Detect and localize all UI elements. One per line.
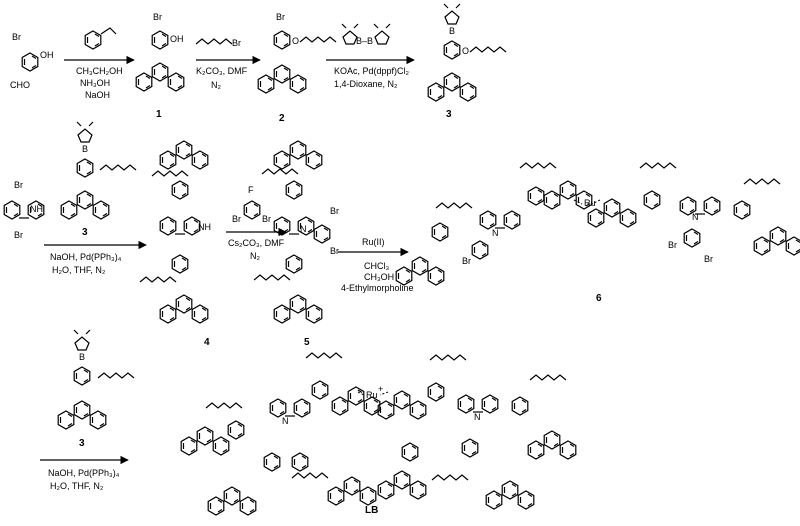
n-label: N: [692, 212, 699, 222]
o-label: O: [292, 36, 299, 46]
bis-pinacolato-diboron-reagent: B–B: [341, 23, 391, 46]
br-label: Br: [262, 214, 271, 224]
o-label: O: [462, 46, 469, 56]
plus-label: +: [378, 384, 383, 394]
cho-label: CHO: [10, 80, 30, 90]
compound-3-reagent-row3: B: [58, 329, 135, 429]
b-label: B: [449, 26, 455, 36]
fluoro-dibromobenzene-reagent: F Br Br: [232, 185, 271, 224]
step7-reagent-catalyst: NaOH, Pd(PPh₃)₄: [48, 468, 120, 478]
compound-3-label: 3: [446, 109, 452, 120]
compound-4-structure: NH: [139, 141, 211, 323]
step1-reagent-ammonia: NH₃OH: [80, 78, 110, 88]
br-label: Br: [276, 12, 285, 22]
compound-5-structure: N Br Br: [253, 141, 339, 323]
step3-reagent-solvent: 1,4-Dioxane, N₂: [334, 79, 398, 89]
step6-reagent-chloroform: CHCl₃: [364, 261, 389, 271]
compound-3-row2-label: 3: [82, 227, 88, 238]
compound-1-structure: Br OH: [136, 12, 184, 91]
hexyl-bromide-reagent: Br: [195, 38, 241, 48]
compound-6-label: 6: [596, 293, 602, 304]
oh-label: OH: [40, 50, 54, 60]
n-label: N: [282, 416, 289, 426]
br-label: Br: [330, 206, 339, 216]
br-label: Br: [668, 240, 677, 250]
compound-1-label: 1: [156, 109, 162, 120]
step2-reagent-base: K₂CO₃, DMF: [196, 66, 248, 76]
br-label: Br: [462, 256, 471, 266]
lb-product-structure: N Ru + N: [181, 352, 576, 515]
compound-3-structure: B O: [428, 3, 507, 101]
lb-label: LB: [365, 505, 378, 516]
step7-reagent-solvent: H₂O, THF, N₂: [50, 481, 104, 491]
step6-reagent-methanol: CH₃OH: [364, 272, 394, 282]
step4-reagent-catalyst: NaOH, Pd(PPh₃)₄: [50, 252, 122, 262]
b-label: B: [79, 352, 85, 362]
oh-label: OH: [170, 34, 184, 44]
step3-reagent-catalyst: KOAc, Pd(dppf)Cl₂: [334, 66, 410, 76]
br-label: Br: [232, 214, 241, 224]
dibromocarbazole-reactant: Br NH Br: [4, 180, 44, 240]
nh-label: NH: [198, 222, 211, 232]
compound-3-row3-label: 3: [79, 438, 85, 449]
n-label: N: [474, 412, 481, 422]
step2-reagent-atmosphere: N₂: [211, 80, 221, 90]
step1-reagent-base: NaOH: [85, 90, 110, 100]
n-label: N: [300, 224, 307, 234]
step6-reagent-ruthenium: Ru(II): [362, 237, 385, 247]
compound-2-label: 2: [279, 113, 285, 124]
ru-label: Ru: [366, 390, 378, 400]
nh-label: NH: [30, 204, 43, 214]
f-label: F: [248, 185, 254, 195]
step6-reagent-base: 4-Ethylmorpholine: [341, 283, 414, 293]
compound-6-structure: N Br Ru N Br Br: [396, 162, 800, 285]
br-label: Br: [12, 32, 21, 42]
step4-reagent-solvent: H₂O, THF, N₂: [52, 265, 106, 275]
acetylpyridine-reagent: [84, 27, 117, 50]
step1-reagent-ethanol: CH₃CH₂OH: [76, 66, 123, 76]
starting-material-bromosalicylaldehyde: Br OH CHO: [10, 32, 54, 90]
step5-reagent-base: Cs₂CO₃, DMF: [228, 238, 285, 248]
n-label: N: [492, 228, 499, 238]
b-label: B: [82, 144, 88, 154]
compound-2-structure: Br O: [258, 12, 337, 93]
br-label: Br: [14, 180, 23, 190]
compound-3-reagent-row2: B: [61, 121, 137, 219]
br-label: Br: [704, 254, 713, 264]
step5-reagent-atmosphere: N₂: [250, 251, 260, 261]
ru-label: Ru: [584, 198, 596, 208]
br-label: Br: [330, 246, 339, 256]
br-label: Br: [14, 230, 23, 240]
br-label: Br: [232, 38, 241, 48]
compound-5-label: 5: [304, 337, 310, 348]
compound-4-label: 4: [204, 337, 210, 348]
br-label: Br: [153, 12, 162, 22]
bb-label: B–B: [356, 36, 373, 46]
